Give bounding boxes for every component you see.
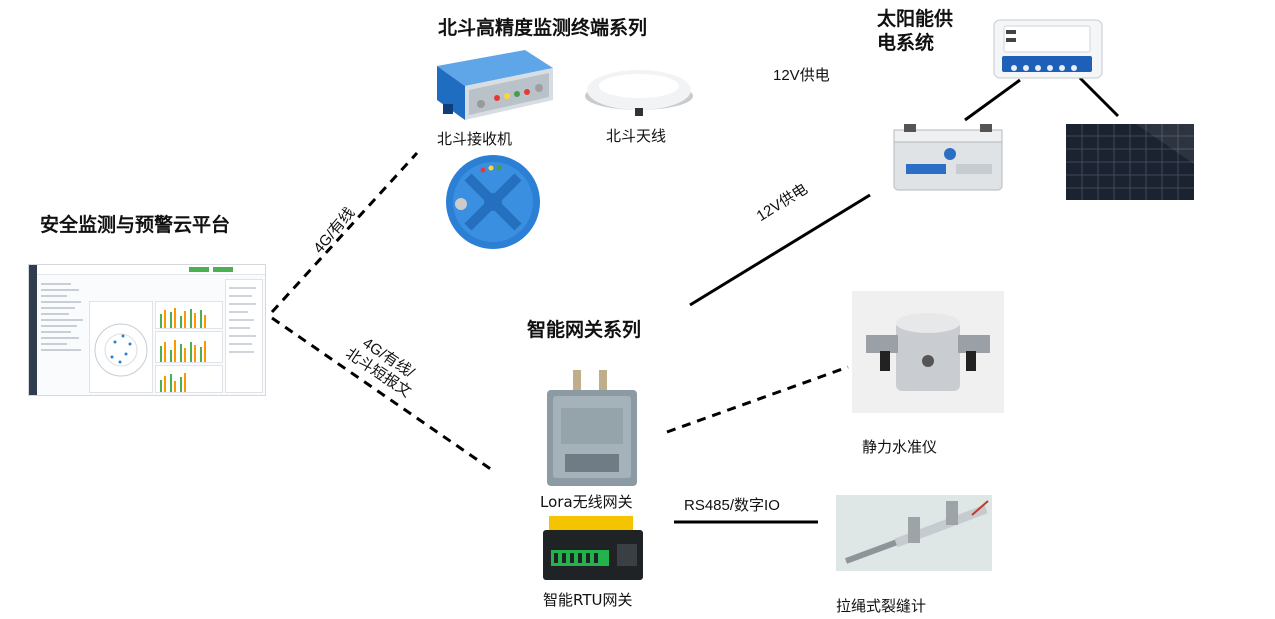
cloud-platform-title: 安全监测与预警云平台	[40, 214, 231, 236]
link-gateway-battery	[689, 193, 871, 307]
beidou-monitor-image	[443, 152, 543, 252]
lora-gateway-image	[543, 370, 641, 488]
link-controller-solarpanel	[1078, 76, 1120, 118]
antenna-label: 北斗天线	[606, 127, 667, 145]
rs485-label: RS485/数字IO	[684, 497, 780, 514]
solar-controller-image	[992, 18, 1104, 80]
receiver-label: 北斗接收机	[437, 130, 513, 148]
platform-chart-3	[155, 365, 223, 393]
level-meter-label: 静力水准仪	[862, 438, 938, 456]
link-controller-battery	[964, 78, 1021, 122]
level-meter-image	[852, 291, 1004, 413]
power-label-top: 12V供电	[773, 67, 830, 84]
beidou-antenna-image	[583, 66, 695, 116]
link-lora-level	[666, 365, 849, 434]
crack-meter-image	[836, 495, 992, 571]
beidou-receiver-image	[427, 46, 557, 126]
battery-image	[890, 122, 1006, 192]
platform-tree	[41, 279, 87, 389]
platform-topbar	[37, 265, 265, 275]
cloud-platform-screenshot	[28, 264, 266, 396]
solar-panel-image	[1066, 124, 1194, 200]
platform-sidebar	[29, 265, 37, 395]
rtu-gateway-image	[541, 516, 645, 582]
rtu-gateway-label: 智能RTU网关	[543, 591, 633, 609]
platform-chart-2	[155, 331, 223, 363]
solar-system-title: 太阳能供 电系统	[877, 8, 954, 54]
platform-radar-panel	[89, 301, 153, 393]
link-platform-beidou	[270, 151, 419, 314]
lora-gateway-label: Lora无线网关	[540, 493, 633, 511]
platform-chart-1	[155, 301, 223, 329]
gateway-series-title: 智能网关系列	[527, 319, 642, 341]
crack-meter-label: 拉绳式裂缝计	[836, 597, 927, 615]
link-platform-gateway	[271, 316, 496, 474]
beidou-series-title: 北斗高精度监测终端系列	[438, 17, 648, 39]
platform-info-panel	[225, 279, 263, 393]
